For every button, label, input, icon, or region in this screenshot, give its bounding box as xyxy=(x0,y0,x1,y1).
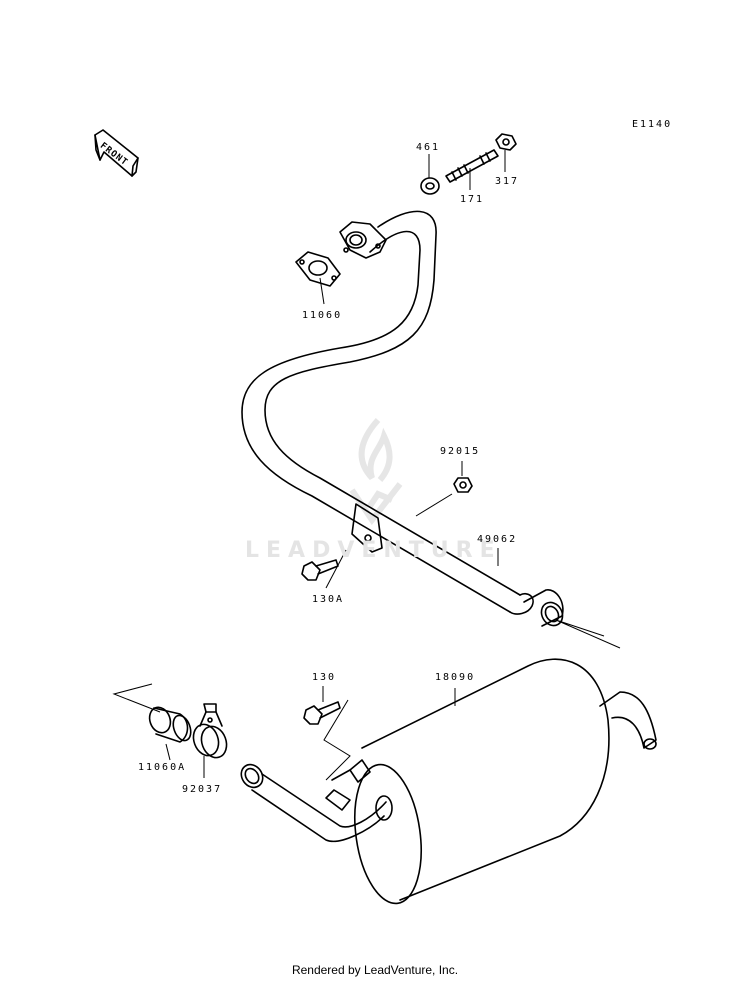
part-label-92015: 92015 xyxy=(440,446,481,457)
footer-credit: Rendered by LeadVenture, Inc. xyxy=(291,963,459,977)
muffler-18090 xyxy=(240,658,657,905)
nut-92015 xyxy=(453,477,473,493)
part-label-130a: 130A xyxy=(312,594,345,605)
diagram-code: E1140 xyxy=(632,119,673,130)
part-label-49062: 49062 xyxy=(477,534,518,545)
leader-lines xyxy=(112,150,621,781)
watermark: LEADVENTURE xyxy=(245,538,502,563)
gasket-11060a xyxy=(148,706,192,743)
part-label-461: 461 xyxy=(416,142,441,153)
nut-317 xyxy=(495,133,517,151)
part-label-92037: 92037 xyxy=(182,784,223,795)
clamp-92037 xyxy=(192,703,228,759)
stud-171 xyxy=(445,149,499,183)
exhaust-pipe xyxy=(241,210,564,627)
part-label-11060: 11060 xyxy=(302,310,343,321)
part-label-171: 171 xyxy=(460,194,485,205)
part-label-317: 317 xyxy=(495,176,520,187)
part-label-11060a: 11060A xyxy=(138,762,187,773)
bolt-130a xyxy=(301,559,339,581)
part-label-18090: 18090 xyxy=(435,672,476,683)
leadventure-logo-icon xyxy=(349,417,403,526)
part-label-130: 130 xyxy=(312,672,337,683)
front-arrow-icon xyxy=(94,129,139,177)
bolt-130 xyxy=(303,701,341,725)
gasket-11060 xyxy=(295,251,341,287)
washer-461 xyxy=(420,177,440,195)
